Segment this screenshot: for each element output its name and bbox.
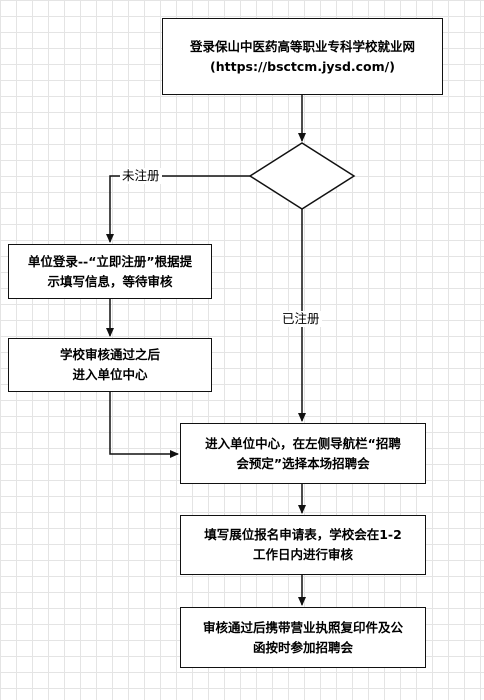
box-login-site-line1: 登录保山中医药高等职业专科学校就业网 [189, 38, 415, 54]
box-login-site: 登录保山中医药高等职业专科学校就业网 (https://bsctcm.jysd.… [162, 18, 443, 95]
edge-not-registered [106, 175, 250, 243]
box-enter-center: 进入单位中心，在左侧导航栏“招聘 会预定”选择本场招聘会 [180, 423, 426, 484]
box-school-approve: 学校审核通过之后 进入单位中心 [8, 338, 212, 392]
box-fill-form-line2: 工作日内进行审核 [252, 547, 353, 562]
box-enter-center-line2: 会预定”选择本场招聘会 [236, 455, 370, 471]
decision-diamond [248, 142, 356, 210]
box-attend-line1: 审核通过后携带营业执照复印件及公 [202, 619, 403, 635]
box-attend: 审核通过后携带营业执照复印件及公 函按时参加招聘会 [180, 607, 426, 668]
box-school-approve-line2: 进入单位中心 [72, 367, 148, 382]
box-unit-register: 单位登录--“立即注册”根据提 示填写信息，等待审核 [8, 244, 212, 299]
box-login-site-line2: (https://bsctcm.jysd.com/) [210, 58, 395, 74]
box-enter-center-line1: 进入单位中心，在左侧导航栏“招聘 [205, 435, 401, 451]
label-not-registered: 未注册 [120, 168, 162, 184]
box-fill-form-line1: 填写展位报名申请表，学校会在1-2 [204, 527, 402, 542]
box-attend-line2: 函按时参加招聘会 [252, 639, 353, 655]
label-registered: 已注册 [280, 311, 322, 327]
box-school-approve-line1: 学校审核通过之后 [59, 347, 160, 362]
edge-approve-to-center [109, 392, 179, 458]
box-fill-form: 填写展位报名申请表，学校会在1-2 工作日内进行审核 [180, 515, 426, 575]
box-unit-register-line1: 单位登录--“立即注册”根据提 [27, 253, 193, 269]
box-unit-register-line2: 示填写信息，等待审核 [47, 273, 173, 289]
